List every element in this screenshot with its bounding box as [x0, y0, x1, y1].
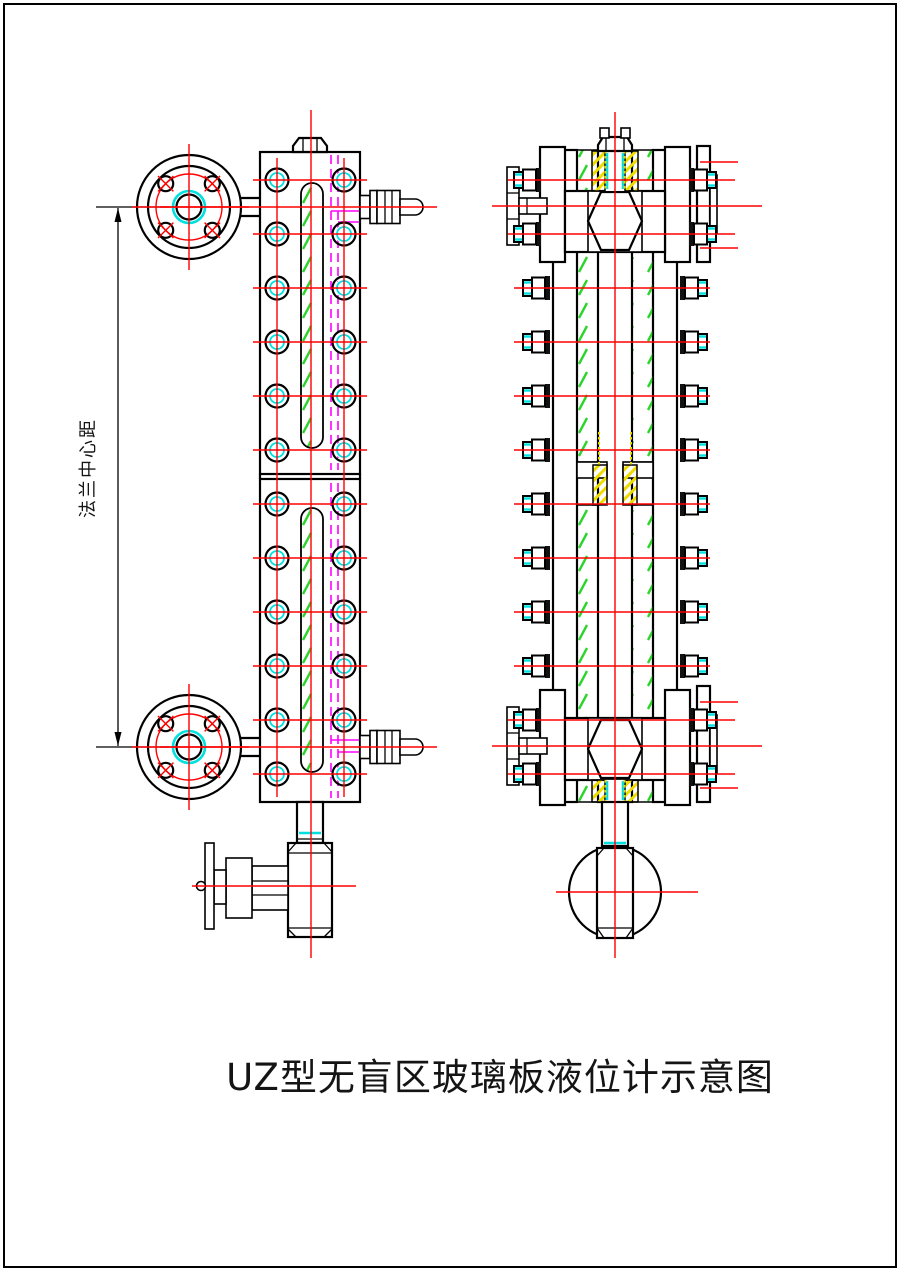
centerlines-side [492, 112, 762, 958]
front-view: 法兰中心距 [78, 110, 437, 958]
ball-drain-side [567, 800, 663, 940]
dimension-label: 法兰中心距 [78, 418, 99, 518]
dimension-flange-distance: 法兰中心距 [78, 208, 122, 746]
drain-valve-front [195, 800, 334, 939]
sheet-border [3, 3, 897, 1268]
centerlines-front [160, 110, 437, 958]
glass-window-lower [300, 507, 324, 773]
hidden-glass-lines [330, 155, 359, 798]
top-plug-front [291, 136, 329, 154]
end-plates [538, 145, 692, 807]
glass-window-upper [300, 182, 324, 449]
middle-joint [576, 432, 654, 506]
side-view [492, 112, 762, 958]
drawing-title: UZ型无盲区玻璃板液位计示意图 [226, 1056, 774, 1099]
